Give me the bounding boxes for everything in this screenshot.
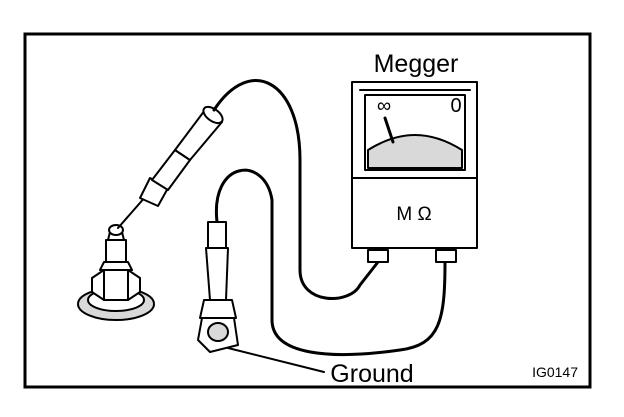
dial-infinity-mark: ∞ (377, 95, 391, 117)
dial-zero-mark: 0 (450, 95, 461, 117)
probe-icon (117, 105, 224, 229)
probe-lead (212, 79, 380, 300)
figure-frame (23, 32, 592, 389)
figure-code: IG0147 (532, 364, 578, 380)
ground-label: Ground (330, 360, 413, 388)
ground-clip-icon (197, 221, 239, 353)
megger-meter-icon (351, 81, 478, 263)
ground-lead (214, 168, 447, 357)
meter-unit-label: M Ω (396, 204, 431, 225)
spark-plug-icon (77, 224, 155, 321)
megger-label: Megger (374, 50, 459, 78)
ground-leader-line (227, 347, 325, 373)
